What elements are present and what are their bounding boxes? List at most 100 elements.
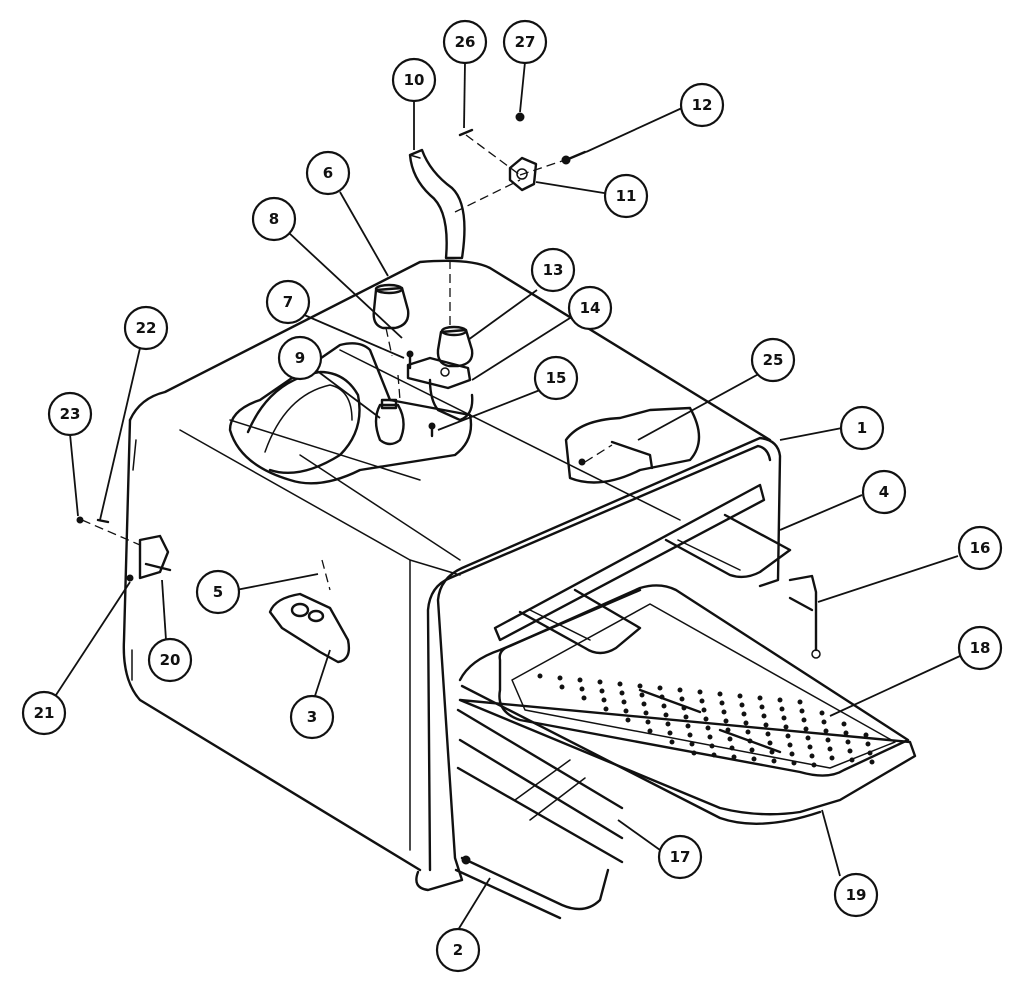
callout-17: 17 (657, 834, 703, 880)
callout-5: 5 (195, 569, 241, 615)
perforation-dot (581, 695, 587, 701)
perforation-dot (747, 738, 753, 744)
burner-port-6 (372, 283, 410, 330)
perforation-dot (681, 705, 687, 711)
callout-1: 1 (839, 405, 885, 451)
perforation-dot (821, 719, 827, 725)
callout-label-26: 26 (455, 33, 476, 51)
callout-13: 13 (530, 247, 576, 293)
perforation-dot (739, 702, 745, 708)
assembly-line (385, 134, 566, 401)
callout-16: 16 (957, 525, 1003, 571)
perforation-dot (757, 695, 763, 701)
callout-label-1: 1 (857, 419, 867, 437)
perforation-dot (577, 677, 583, 683)
perforation-dot (803, 726, 809, 732)
perforation-dot (743, 720, 749, 726)
callout-7: 7 (265, 279, 311, 325)
perforation-dot (647, 728, 653, 734)
perforation-dot (717, 691, 723, 697)
perforation-dot (657, 685, 663, 691)
callout-label-5: 5 (213, 583, 223, 601)
callout-label-25: 25 (763, 351, 784, 369)
callout-label-3: 3 (307, 708, 317, 726)
perforation-dot (767, 740, 773, 746)
perforation-dot (659, 694, 665, 700)
screw-7 (406, 350, 414, 370)
perforation-dot (759, 704, 765, 710)
perforation-dot (559, 684, 565, 690)
perforation-dot (791, 760, 797, 766)
perforation-dot (641, 701, 647, 707)
callout-19: 19 (833, 872, 879, 918)
callout-label-13: 13 (543, 261, 564, 279)
pan-perforations (537, 673, 875, 768)
perforation-dot (667, 730, 673, 736)
perforation-dot (797, 699, 803, 705)
perforation-dot (691, 750, 697, 756)
callout-26: 26 (442, 19, 488, 65)
perforation-dot (719, 700, 725, 706)
callout-21: 21 (21, 690, 67, 736)
screw-21 (126, 574, 134, 582)
perforation-dot (799, 708, 805, 714)
callout-22: 22 (123, 305, 169, 351)
perforation-dot (777, 697, 783, 703)
perforation-dot (603, 706, 609, 712)
callout-14: 14 (567, 285, 613, 331)
callout-label-6: 6 (323, 164, 333, 182)
bottom-rail-2 (454, 855, 610, 920)
perforation-dot (685, 723, 691, 729)
callout-label-23: 23 (60, 405, 81, 423)
broil-pan-insert-18 (498, 584, 910, 777)
perforation-dot (789, 751, 795, 757)
perforation-dot (729, 745, 735, 751)
callout-18: 18 (957, 625, 1003, 671)
perforation-dot (847, 748, 853, 754)
perforation-dot (725, 727, 731, 733)
perforation-dot (863, 732, 869, 738)
callout-label-11: 11 (616, 187, 637, 205)
perforation-dot (711, 752, 717, 758)
perforation-dot (665, 721, 671, 727)
perforation-dot (663, 712, 669, 718)
perforation-dot (661, 703, 667, 709)
perforation-dot (809, 753, 815, 759)
vent-duct-10 (408, 148, 466, 260)
callout-9: 9 (277, 335, 323, 381)
perforation-dot (723, 718, 729, 724)
perforation-dot (731, 754, 737, 760)
callout-4: 4 (861, 469, 907, 515)
perforation-dot (625, 717, 631, 723)
callout-label-20: 20 (160, 651, 181, 669)
callout-label-17: 17 (670, 848, 691, 866)
callout-20: 20 (147, 637, 193, 683)
perforation-dot (601, 697, 607, 703)
callout-6: 6 (305, 150, 351, 196)
perforation-dot (785, 733, 791, 739)
callout-15: 15 (533, 355, 579, 401)
perforation-dot (745, 729, 751, 735)
oven-cavity-body (122, 259, 772, 872)
perforation-dot (807, 744, 813, 750)
perforation-dot (823, 728, 829, 734)
callout-label-7: 7 (283, 293, 293, 311)
perforation-dot (639, 692, 645, 698)
perforation-dot (765, 731, 771, 737)
rear-fitting-20 (138, 534, 172, 580)
callout-label-8: 8 (269, 210, 279, 228)
perforation-dot (751, 756, 757, 762)
clip-22 (96, 518, 110, 524)
callout-2: 2 (435, 927, 481, 973)
perforation-dot (801, 717, 807, 723)
callout-11: 11 (603, 173, 649, 219)
perforation-dot (865, 741, 871, 747)
callout-27: 27 (502, 19, 548, 65)
perforation-dot (841, 721, 847, 727)
callout-label-21: 21 (34, 704, 55, 722)
perforation-dot (679, 696, 685, 702)
perforation-dot (701, 707, 707, 713)
perforation-dot (705, 725, 711, 731)
perforation-dot (703, 716, 709, 722)
